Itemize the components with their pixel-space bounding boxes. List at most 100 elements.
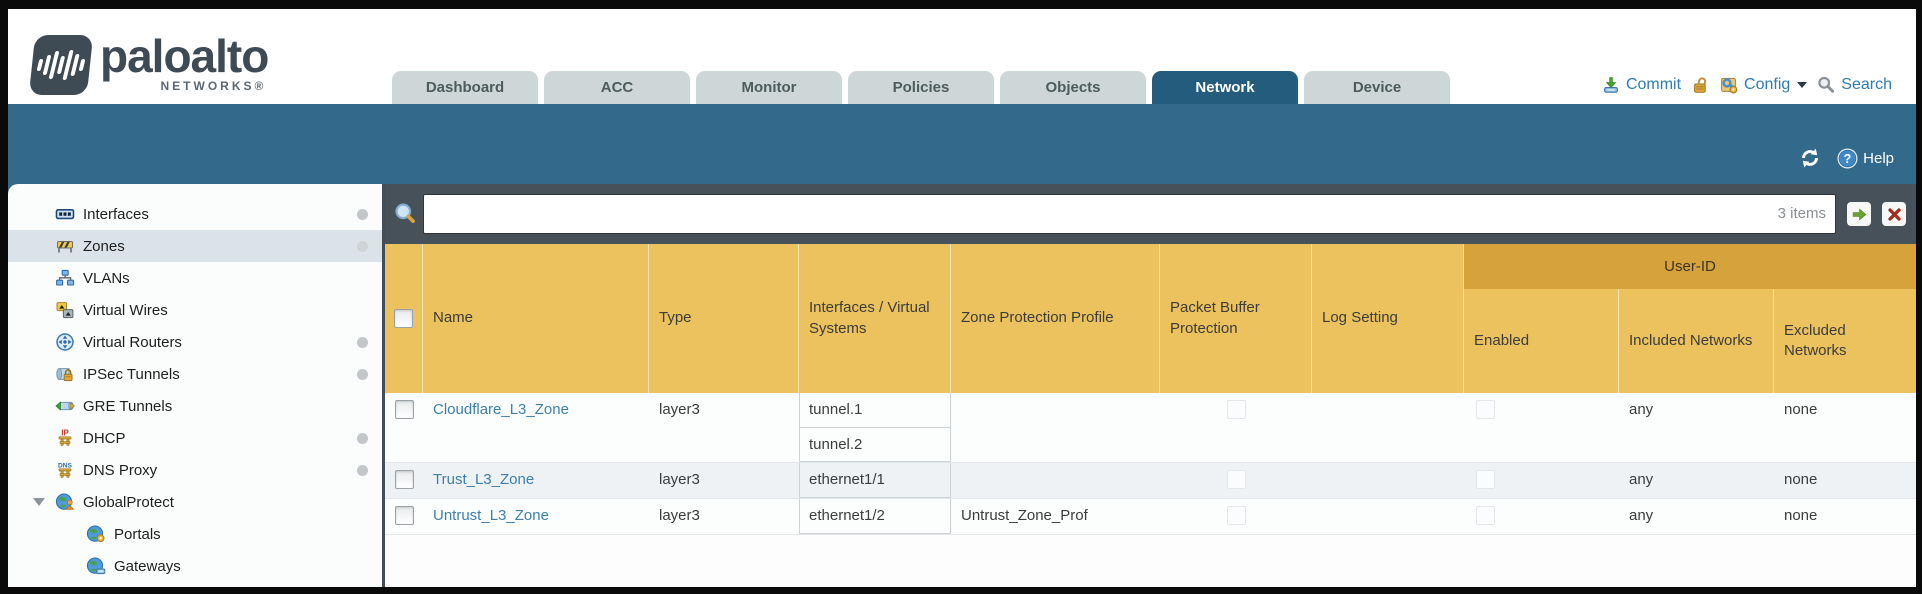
zone-name-cell: Trust_L3_Zone xyxy=(423,463,649,488)
enabled-checkbox[interactable] xyxy=(1476,400,1495,419)
svg-text:IP: IP xyxy=(61,429,69,438)
col-header-zone-protection[interactable]: Zone Protection Profile xyxy=(951,244,1160,393)
sidebar-item-label: DNS Proxy xyxy=(83,461,158,479)
tab-device[interactable]: Device xyxy=(1304,71,1450,104)
apply-filter-button[interactable] xyxy=(1847,202,1871,226)
refresh-icon[interactable] xyxy=(1798,146,1822,170)
zones-icon xyxy=(57,241,73,253)
zone-name-link[interactable]: Trust_L3_Zone xyxy=(433,471,535,488)
sidebar-item-globalprotect[interactable]: GlobalProtect xyxy=(8,486,382,518)
sidebar-item-dhcp[interactable]: IP DHCP xyxy=(8,422,382,454)
interface-entry: tunnel.1 xyxy=(799,393,951,428)
search-button[interactable]: Search xyxy=(1816,75,1892,95)
help-button[interactable]: ? Help xyxy=(1836,147,1894,170)
tab-policies[interactable]: Policies xyxy=(848,71,994,104)
row-select-cell xyxy=(385,463,423,489)
enabled-checkbox[interactable] xyxy=(1476,470,1495,489)
zone-protection-cell xyxy=(951,393,1160,401)
sidebar-item-gateways[interactable]: Gateways xyxy=(8,550,382,582)
clear-filter-button[interactable] xyxy=(1882,202,1906,226)
sidebar-item-vlans[interactable]: VLANs xyxy=(8,262,382,294)
close-icon xyxy=(1887,207,1901,221)
sidebar-item-zones[interactable]: Zones xyxy=(8,230,382,262)
search-label: Search xyxy=(1841,76,1892,93)
sidebar-item-virtual-wires[interactable]: Virtual Wires xyxy=(8,294,382,326)
row-select-cell xyxy=(385,393,423,419)
globalprotect-icon xyxy=(55,493,75,510)
sidebar-item-label: Virtual Wires xyxy=(83,301,168,319)
zone-name-cell: Cloudflare_L3_Zone xyxy=(423,393,649,418)
interface-entry: tunnel.2 xyxy=(799,427,951,462)
sidebar-item-interfaces[interactable]: Interfaces xyxy=(8,198,382,230)
included-networks-cell: any xyxy=(1629,401,1654,418)
filter-input-wrap: 3 items xyxy=(423,194,1836,234)
gre-tunnels-icon xyxy=(55,401,75,411)
item-count: 3 items xyxy=(1777,205,1826,222)
sidebar-divider xyxy=(382,184,385,587)
green-arrow-icon xyxy=(1852,208,1866,220)
excluded-networks-cell: none xyxy=(1784,507,1818,524)
config-menu-button[interactable]: Config xyxy=(1719,75,1808,95)
table-empty-area xyxy=(385,535,1916,587)
packet-buffer-checkbox[interactable] xyxy=(1226,470,1246,489)
col-header-type[interactable]: Type xyxy=(649,244,799,393)
sidebar-item-portals[interactable]: Portals xyxy=(8,518,382,550)
interfaces-cell: tunnel.1 tunnel.2 xyxy=(799,393,951,462)
status-dot xyxy=(357,240,368,252)
tab-acc[interactable]: ACC xyxy=(544,71,690,104)
row-select-cell xyxy=(385,499,423,525)
svg-text:DNS: DNS xyxy=(58,462,73,469)
col-group-user-id: User-ID xyxy=(1464,244,1916,289)
virtual-wires-icon xyxy=(56,302,74,319)
status-dot xyxy=(357,432,368,444)
commit-button[interactable]: Commit xyxy=(1601,75,1681,95)
col-header-included-networks[interactable]: Included Networks xyxy=(1619,289,1774,393)
chevron-down-icon xyxy=(1797,82,1808,88)
config-label: Config xyxy=(1744,76,1791,93)
help-icon: ? xyxy=(1837,148,1858,168)
packet-buffer-cell xyxy=(1160,499,1312,525)
sidebar-item-label: Portals xyxy=(114,525,161,543)
tab-network[interactable]: Network xyxy=(1152,71,1298,104)
interfaces-icon xyxy=(55,209,75,220)
filter-magnifier-icon xyxy=(395,203,415,224)
packet-buffer-cell xyxy=(1160,393,1312,419)
zone-protection-cell: Untrust_Zone_Prof xyxy=(961,507,1088,524)
sidebar-item-label: Virtual Routers xyxy=(83,333,182,351)
sidebar-item-label: VLANs xyxy=(83,269,130,287)
packet-buffer-checkbox[interactable] xyxy=(1226,400,1246,419)
lock-icon[interactable] xyxy=(1690,75,1710,95)
commit-icon xyxy=(1603,77,1618,93)
ipsec-tunnels-icon xyxy=(56,368,73,382)
expand-triangle-icon[interactable] xyxy=(33,498,45,506)
tab-monitor[interactable]: Monitor xyxy=(696,71,842,104)
enabled-checkbox[interactable] xyxy=(1476,506,1495,525)
col-header-log-setting[interactable]: Log Setting xyxy=(1312,244,1464,393)
main-nav-tabs: Dashboard ACC Monitor Policies Objects N… xyxy=(392,71,1450,104)
virtual-routers-icon xyxy=(56,333,74,351)
col-header-name[interactable]: Name xyxy=(423,244,649,393)
sidebar-item-virtual-routers[interactable]: Virtual Routers xyxy=(8,326,382,358)
packet-buffer-cell xyxy=(1160,463,1312,489)
zone-name-link[interactable]: Cloudflare_L3_Zone xyxy=(433,401,569,418)
select-all-checkbox[interactable] xyxy=(394,309,413,328)
config-icon xyxy=(1721,77,1738,94)
row-checkbox[interactable] xyxy=(394,506,414,525)
filter-input[interactable] xyxy=(423,194,1836,234)
log-setting-cell xyxy=(1312,463,1464,471)
sidebar-item-dns-proxy[interactable]: DNS DNS Proxy xyxy=(8,454,382,486)
row-checkbox[interactable] xyxy=(394,470,414,489)
col-header-excluded-networks[interactable]: Excluded Networks xyxy=(1784,321,1847,359)
tab-objects[interactable]: Objects xyxy=(1000,71,1146,104)
row-checkbox[interactable] xyxy=(394,400,414,419)
col-header-enabled[interactable]: Enabled xyxy=(1464,289,1619,393)
sidebar-item-ipsec-tunnels[interactable]: IPSec Tunnels xyxy=(8,358,382,390)
col-header-interfaces[interactable]: Interfaces / Virtual Systems xyxy=(799,244,951,393)
top-header: paloalto NETWORKS® Dashboard ACC Monitor… xyxy=(8,9,1916,104)
packet-buffer-checkbox[interactable] xyxy=(1226,506,1246,525)
tab-dashboard[interactable]: Dashboard xyxy=(392,71,538,104)
zone-name-link[interactable]: Untrust_L3_Zone xyxy=(433,507,549,524)
zone-name-cell: Untrust_L3_Zone xyxy=(423,499,649,524)
sidebar-item-gre-tunnels[interactable]: GRE Tunnels xyxy=(8,390,382,422)
col-header-packet-buffer[interactable]: Packet Buffer Protection xyxy=(1160,244,1312,393)
